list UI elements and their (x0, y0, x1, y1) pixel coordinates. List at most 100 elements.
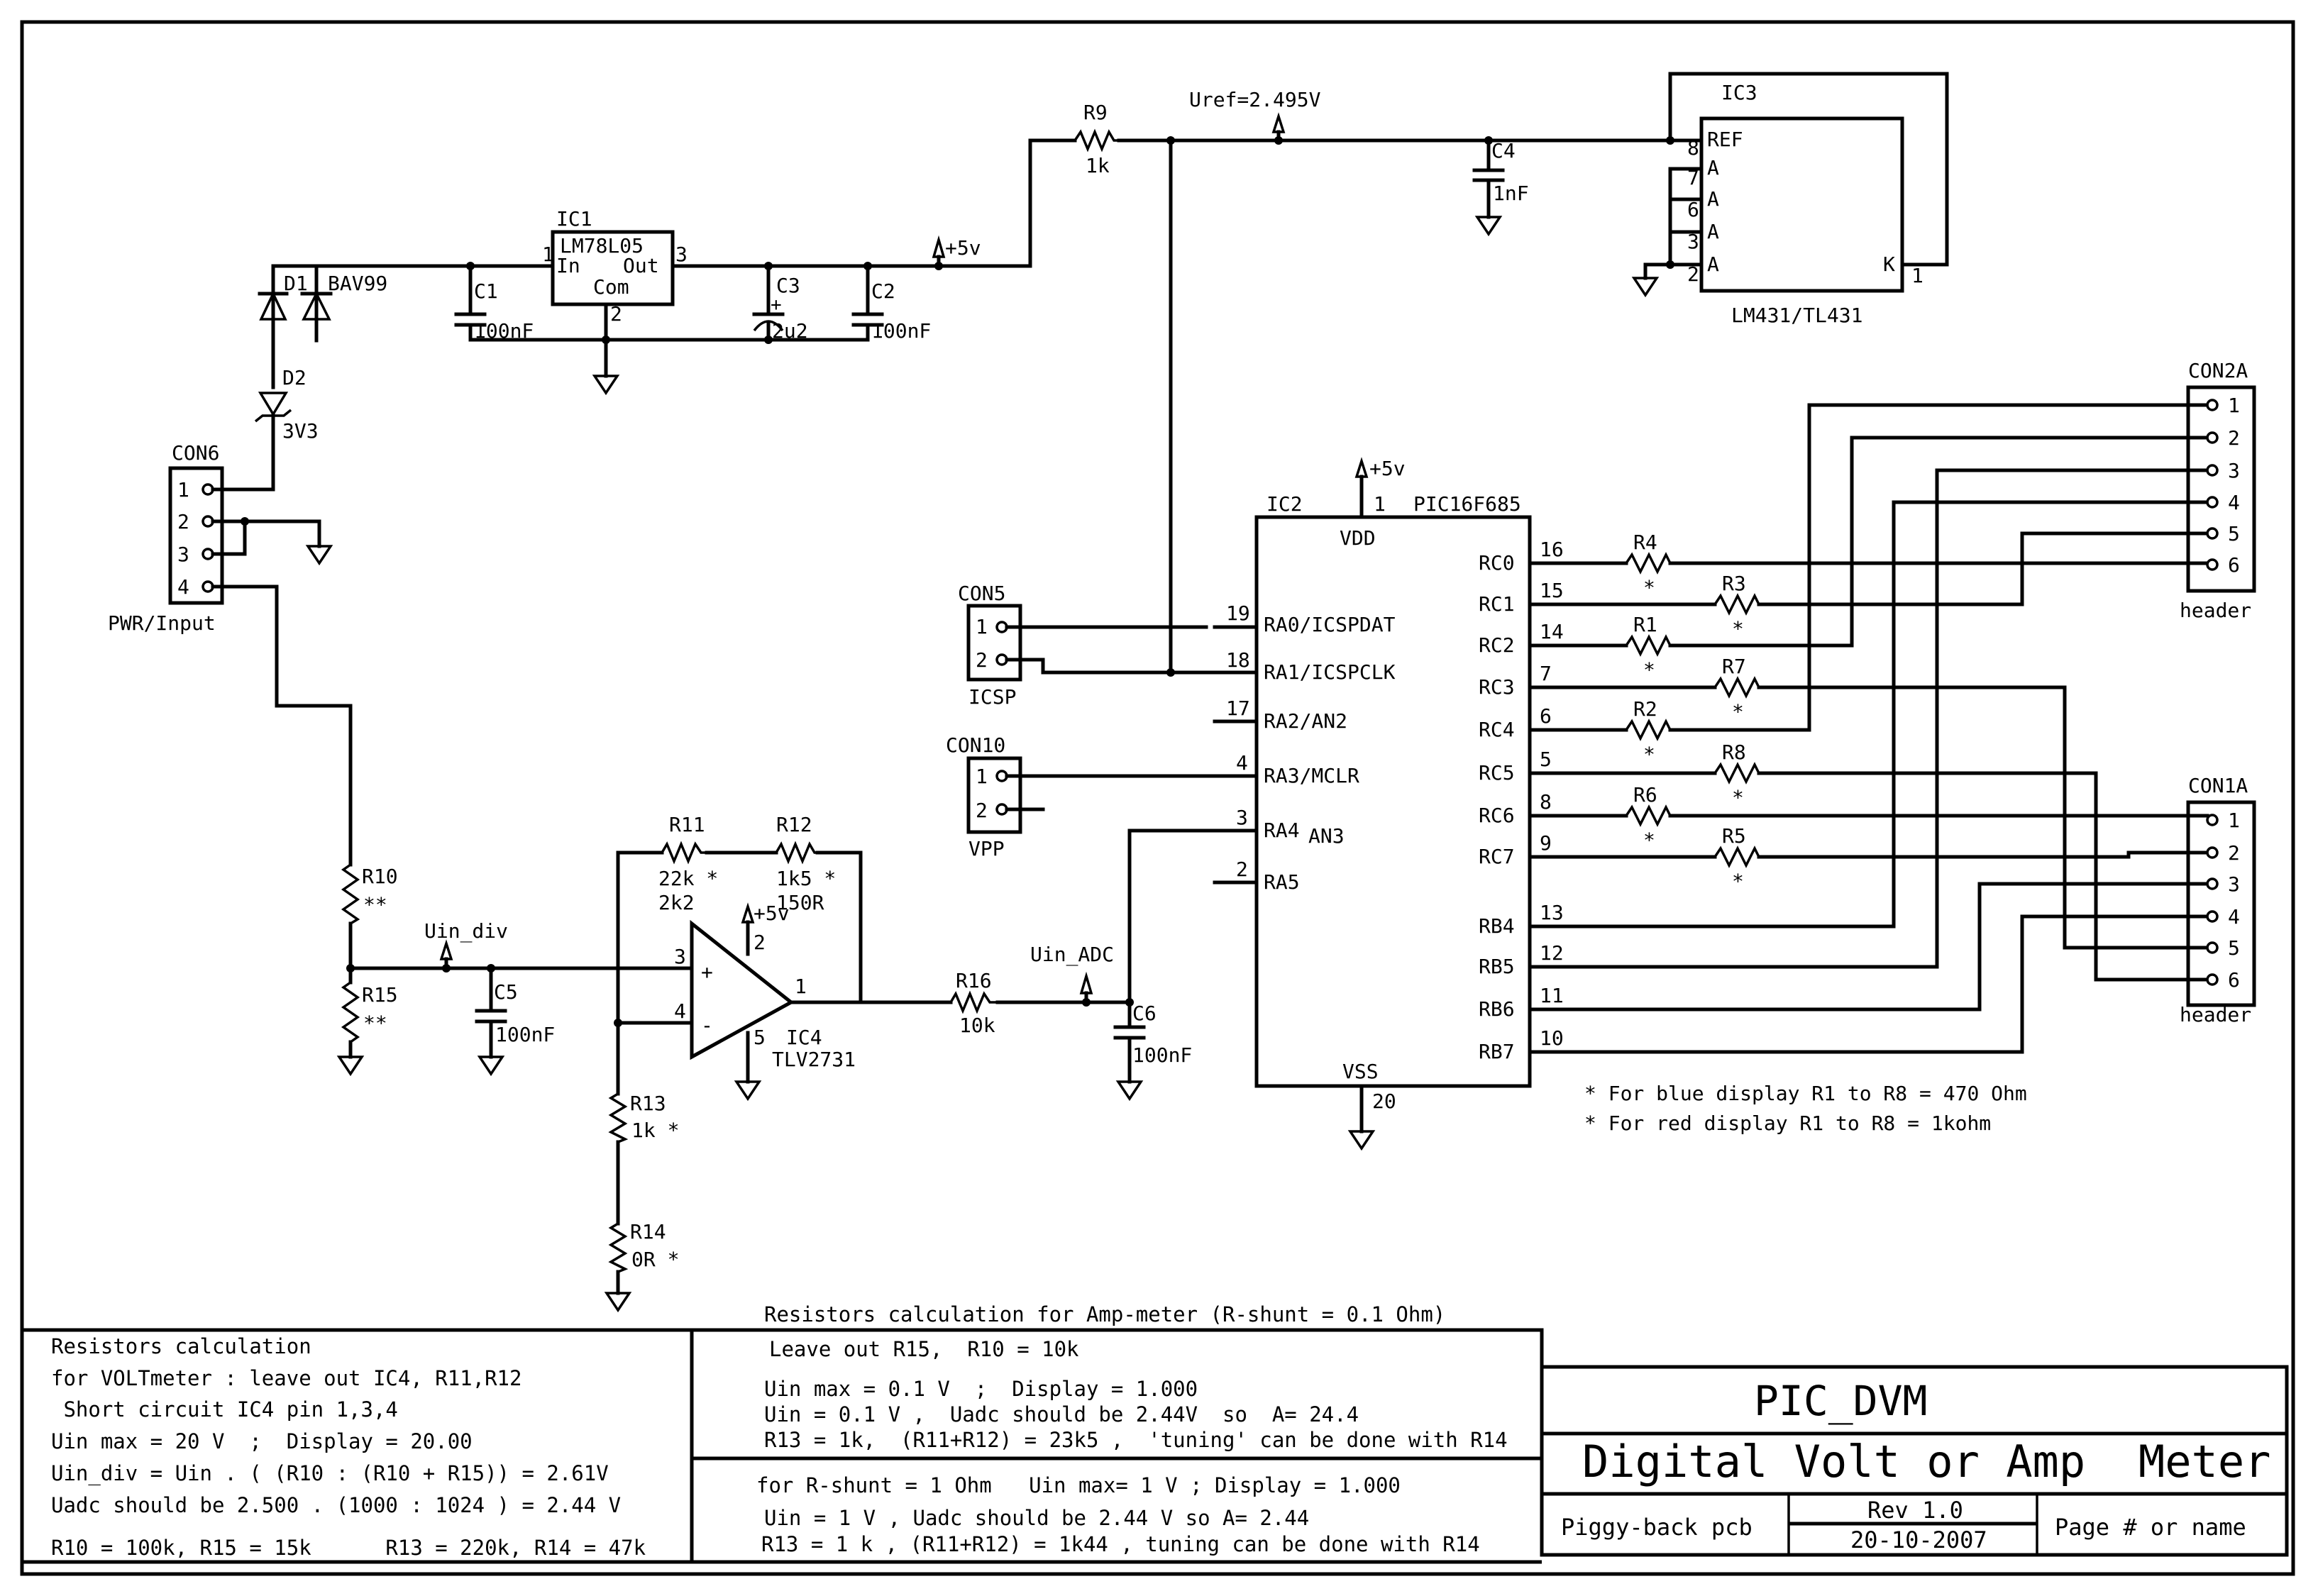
ic2-pin-num: 7 (1540, 662, 1552, 685)
ic2-pin-num: 17 (1226, 697, 1250, 720)
con6-pin: 4 (177, 575, 189, 599)
ic2-pin-num: 6 (1540, 704, 1552, 728)
ic3-pin-num: 6 (1687, 198, 1699, 221)
connector-con10: CON10 VPP 1 2 (946, 733, 1259, 860)
con1a-pin: 6 (2228, 968, 2240, 992)
resistor-r13: R13 1k * (608, 1092, 679, 1143)
resistor-ref: R7 (1722, 655, 1746, 678)
c2-ref: C2 (871, 279, 895, 303)
con1a-pin-contact (2206, 877, 2219, 890)
capacitor-c4: C4 1nF (1472, 136, 1529, 237)
c6-ref: C6 (1132, 1002, 1157, 1025)
power-supply-section: D1 BAV99 D2 3V3 C1 100nF IC1 LM78L05 In (254, 138, 1077, 492)
resistor-r6: R6* (1625, 783, 1672, 852)
ic2-pin-name: RC4 (1479, 718, 1515, 741)
d2-value: 3V3 (282, 419, 319, 443)
amp-note-line: R13 = 1k, (R11+R12) = 23k5 , 'tuning' ca… (764, 1428, 1508, 1452)
con2a-pin: 4 (2228, 491, 2240, 514)
con5-name: ICSP (968, 685, 1016, 709)
con2a-pin-contact (2206, 527, 2219, 540)
r13-ref: R13 (630, 1092, 666, 1115)
vcc-label: +5v (945, 236, 981, 260)
ic2-pin-name: RA3/MCLR (1264, 764, 1359, 787)
r12-value: 1k5 * (776, 867, 836, 890)
c5-ref: C5 (494, 980, 518, 1004)
ic2-pin-num: 15 (1540, 579, 1564, 602)
ic3-part: LM431/TL431 (1731, 304, 1862, 327)
con1a-pin-contact (2206, 814, 2219, 826)
ammeter-notes-box: Resistors calculation for Amp-meter (R-s… (692, 1302, 1544, 1564)
con10-ref: CON10 (946, 733, 1005, 757)
con5-ref: CON5 (958, 582, 1005, 605)
con5-pin: 2 (976, 648, 988, 672)
ground-icon (477, 1055, 505, 1077)
r14-ref: R14 (630, 1220, 666, 1243)
resistor-ref: R2 (1633, 697, 1657, 721)
ic3-pin-num: 2 (1687, 262, 1699, 286)
r11-ref: R11 (669, 813, 705, 836)
resistor-r11: R11 22k * 2k2 (658, 813, 718, 914)
ground-icon (1115, 1080, 1144, 1102)
con10-pin: 1 (976, 765, 988, 788)
r16-ref: R16 (956, 969, 992, 992)
ic2-pin-name: RC6 (1479, 804, 1515, 827)
r10-value: ** (363, 893, 387, 916)
resistor-mark: * (1732, 700, 1744, 724)
con6-pin: 3 (177, 543, 189, 566)
volt-note-line: for VOLTmeter : leave out IC4, R11,R12 (51, 1366, 521, 1390)
ground-icon (1474, 216, 1503, 237)
amp-note-line: Leave out R15, R10 = 10k (769, 1337, 1079, 1361)
ic3-ref: IC3 (1721, 81, 1757, 104)
r12-alt: 150R (776, 891, 824, 914)
resistor-r3: R3* (1713, 572, 1760, 641)
resistor-mark: * (1643, 576, 1655, 599)
con2a-pin-contact (2206, 496, 2219, 509)
resistor-r2: R2* (1625, 697, 1672, 766)
ic3-pin-name: A (1707, 187, 1719, 211)
resistor-r4: R4* (1625, 531, 1672, 599)
c3-polarity: + (771, 294, 782, 316)
ic3-pin-name: A (1707, 220, 1719, 243)
ic2-vdd-name: VDD (1340, 526, 1376, 550)
revision: Rev 1.0 (1867, 1497, 1963, 1524)
shunt-reference-ic3: IC3 LM431/TL431 REF 8 A 7 A 6 A 3 A 2 K … (1631, 72, 1949, 327)
revision-date: 20-10-2007 (1850, 1526, 1987, 1553)
ic2-pin-num: 13 (1540, 901, 1564, 924)
capacitor-c5: C5 100nF (475, 964, 555, 1077)
ic2-pin-num: 16 (1540, 538, 1564, 561)
ic2-pin-num: 3 (1236, 806, 1248, 829)
ic2-part: PIC16F685 (1413, 492, 1521, 516)
uin-div-label: Uin_div (424, 919, 508, 943)
ic1-ref: IC1 (556, 207, 592, 231)
con1a-pin: 5 (2228, 936, 2240, 960)
ground-icon (592, 375, 620, 396)
con2a-ref: CON2A (2188, 359, 2248, 382)
c1-ref: C1 (474, 279, 498, 303)
c2-value: 100nF (871, 319, 931, 343)
ic1-pin-out: Out (623, 254, 659, 277)
con6-pin: 1 (177, 478, 189, 501)
amp-note-line: Uin = 1 V , Uadc should be 2.44 V so A= … (764, 1506, 1309, 1530)
ic4-pin-gnd: 5 (754, 1026, 766, 1049)
r16-value: 10k (959, 1014, 995, 1037)
resistor-r15: R15 ** (336, 981, 398, 1077)
resistor-ref: R3 (1722, 572, 1746, 595)
con6-name: PWR/Input (108, 611, 216, 635)
volt-note-line: Resistors calculation (51, 1334, 311, 1358)
capacitor-c6: C6 100nF (1113, 998, 1192, 1102)
con1a-pin-contact (2206, 910, 2219, 923)
net-flag-icon (439, 939, 453, 960)
ground-icon (305, 545, 333, 566)
r9-value: 1k (1086, 154, 1110, 177)
ic2-pin-name: RC0 (1479, 551, 1515, 575)
con1a-name: header (2180, 1003, 2251, 1026)
ic2-pin-num: 11 (1540, 984, 1564, 1007)
con1a-pin: 3 (2228, 872, 2240, 896)
con10-pin: 2 (976, 799, 988, 822)
amp-note-line: Uin max = 0.1 V ; Display = 1.000 (764, 1377, 1198, 1401)
ic2-right-pins: RC016RC115RC214RC37RC46RC55RC68RC79RB413… (1479, 538, 1564, 1063)
r10-ref: R10 (362, 865, 398, 888)
ic2-pin-name: RC7 (1479, 845, 1515, 868)
